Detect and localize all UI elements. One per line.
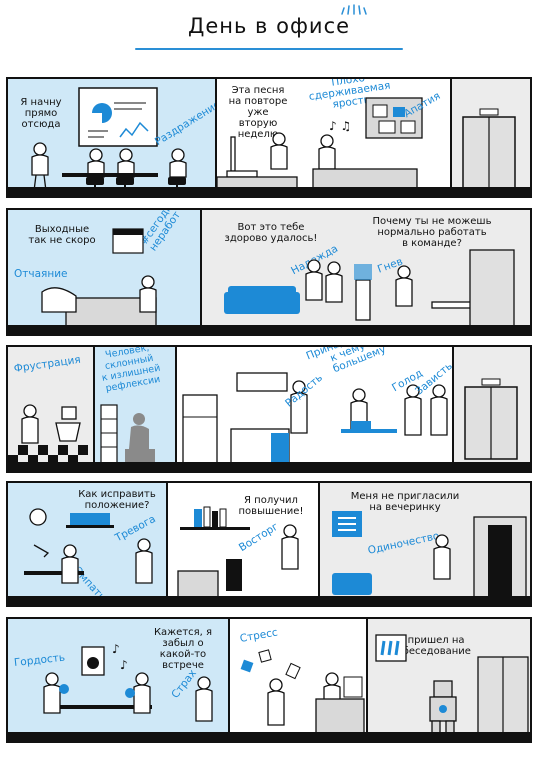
- divider: [318, 483, 320, 605]
- panel-promotion: Я получил повышение! Восторг: [168, 483, 318, 598]
- music-desk-scene: [216, 132, 418, 192]
- divider: [166, 483, 168, 605]
- floor: [8, 596, 530, 605]
- emotion-stress: Стресс: [238, 626, 279, 645]
- title-underline: [135, 48, 403, 50]
- divider: [452, 347, 454, 471]
- svg-text:♪: ♪: [112, 642, 120, 656]
- elevator-doors: [462, 108, 516, 190]
- svg-text:♪: ♪: [120, 658, 128, 672]
- meeting-people: [31, 142, 187, 192]
- panel-ping-pong: Кажется, я забыл о какой-то встрече Горд…: [8, 619, 228, 732]
- promotion-scene: [177, 506, 299, 598]
- floor: [8, 732, 530, 741]
- panel-robot-interview: Я пришел на собеседование: [368, 619, 530, 734]
- page-title: День в офисе: [187, 14, 351, 38]
- divider: [93, 347, 95, 471]
- panel-frustration: Фрустрация: [8, 347, 93, 465]
- panel-reflection: Человек, склонный к излишней рефлексии: [95, 345, 175, 464]
- kitchen-scene: [182, 372, 448, 466]
- comic-strip-2: Выходные так не скоро Отчаяние #сегодня …: [6, 208, 532, 336]
- elevator-doors: [464, 378, 518, 460]
- stress-scene: [240, 649, 365, 736]
- desk-with-slumped-workers: [41, 275, 157, 327]
- anxiety-scene: [24, 508, 153, 584]
- speech-teamwork: Почему ты не можешь нормально работать в…: [372, 216, 492, 249]
- speech-well-done: Вот это тебе здорово удалось!: [224, 222, 318, 244]
- floor: [8, 462, 530, 471]
- cork-board: [365, 97, 423, 139]
- presentation-board: [78, 87, 158, 147]
- panel-meeting: Я начну прямо отсюда Раздражение: [8, 79, 223, 192]
- panel-stress: Стресс: [230, 619, 366, 736]
- divider: [200, 210, 202, 334]
- speech-not-invited: Меня не пригласили на вечеринку: [350, 491, 460, 513]
- thinker-statue: [100, 404, 155, 464]
- panel-elevator-3: [454, 347, 530, 462]
- emotion-despair: Отчаяние: [14, 268, 68, 280]
- speech-song-on-repeat: Эта песня на повторе уже вторую неделю: [228, 85, 288, 140]
- panel-office-hope-anger: Вот это тебе здорово удалось! Почему ты …: [202, 210, 530, 329]
- office-scene: [224, 249, 515, 329]
- loneliness-scene: [332, 511, 527, 598]
- speech-weekend-far: Выходные так не скоро: [28, 224, 96, 246]
- speech-fix-situation: Как исправить положение?: [78, 489, 156, 511]
- panel-elevator-1: [452, 79, 530, 190]
- comic-strip-5: Кажется, я забыл о какой-то встрече Горд…: [6, 617, 532, 743]
- emotion-frustration: Фрустрация: [13, 353, 82, 375]
- divider: [175, 347, 177, 471]
- floor: [8, 325, 530, 334]
- panel-despair: Выходные так не скоро Отчаяние #сегодня …: [8, 208, 200, 327]
- comic-strip-3: Фрустрация Человек, склонный к излишней …: [6, 345, 532, 473]
- speech-forgot-meeting: Кажется, я забыл о какой-то встрече: [153, 627, 213, 671]
- restroom-scene: [8, 404, 88, 465]
- panel-kitchen-party: Радость Принадлежность к чему-то большем…: [177, 347, 455, 466]
- panel-anxiety: Как исправить положение? Тревога Эмпатия: [8, 483, 166, 605]
- divider: [215, 79, 217, 196]
- emotion-overthinker: Человек, склонный к излишней рефлексии: [101, 345, 162, 395]
- calendar-icon: [112, 228, 144, 254]
- panel-music: Эта песня на повторе уже вторую неделю П…: [216, 79, 450, 192]
- music-notes-icon: ♪ ♫: [329, 119, 352, 133]
- floor: [8, 187, 530, 196]
- panel-loneliness: Меня не пригласили на вечеринку Одиночес…: [320, 483, 530, 598]
- title-rays-decoration: [341, 4, 367, 15]
- emotion-hashtag: #сегодня неработ: [138, 208, 184, 254]
- divider: [366, 619, 368, 741]
- speech-start-here: Я начну прямо отсюда: [20, 97, 62, 130]
- divider: [228, 619, 230, 741]
- divider: [450, 79, 452, 196]
- ping-pong-scene: ♪ ♪: [43, 642, 213, 722]
- speech-got-promoted: Я получил повышение!: [238, 495, 304, 517]
- robot-scene: [375, 634, 529, 734]
- comic-strip-4: Как исправить положение? Тревога Эмпатия…: [6, 481, 532, 607]
- comic-strip-1: Я начну прямо отсюда Раздражение Эта пес…: [6, 77, 532, 198]
